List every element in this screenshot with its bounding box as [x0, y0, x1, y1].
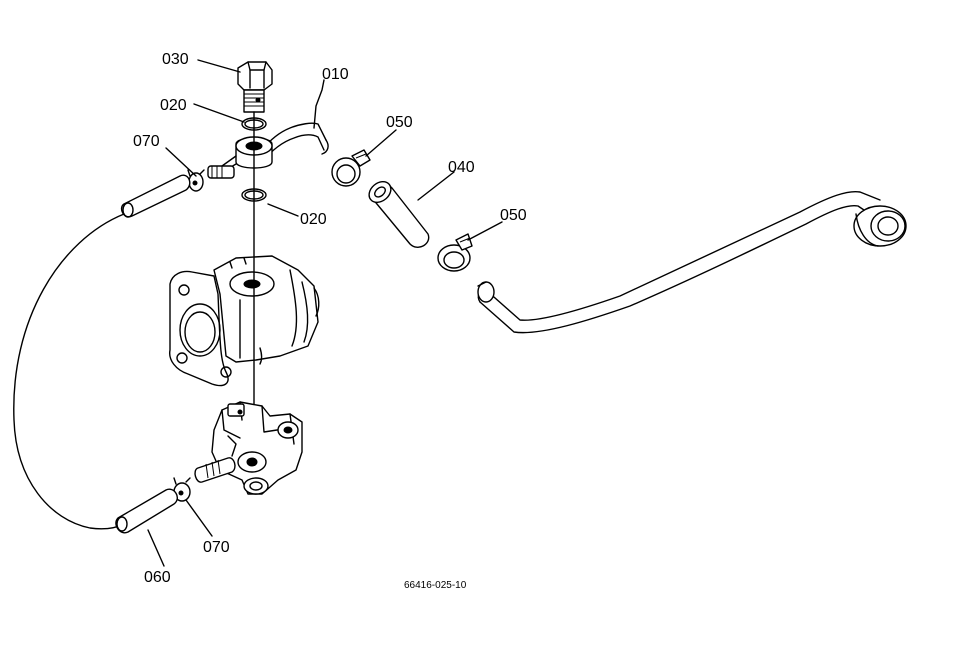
label-040: 040: [448, 159, 475, 176]
label-060: 060: [144, 569, 171, 586]
banjo-fitting-right: [853, 205, 907, 247]
label-070-upper: 070: [133, 133, 160, 150]
hose-clamp-050-upper: [331, 149, 371, 187]
label-010: 010: [322, 66, 349, 83]
banjo-bolt-030: [237, 61, 273, 113]
label-050-upper: 050: [386, 114, 413, 131]
leader-lines: [147, 59, 503, 567]
return-hose-060-line: [13, 213, 125, 530]
rubber-hose-040: [368, 180, 430, 248]
label-030: 030: [162, 51, 189, 68]
pipe-end-stub: [477, 281, 495, 303]
nipple-upper: [207, 165, 235, 179]
label-020-lower: 020: [300, 211, 327, 228]
nipple-lower: [194, 457, 236, 483]
return-hose-060-upper: [120, 174, 191, 218]
label-050-lower: 050: [500, 207, 527, 224]
lower-valve-block: [211, 401, 303, 495]
label-020-upper: 020: [160, 97, 187, 114]
drawing-reference-number: 66416-025-10: [404, 580, 467, 591]
label-070-lower: 070: [203, 539, 230, 556]
clip-070-upper: [187, 169, 205, 192]
injection-pump-body: [169, 255, 320, 387]
hose-clamp-050-lower: [437, 233, 473, 272]
return-hose-060-lower: [115, 488, 178, 534]
